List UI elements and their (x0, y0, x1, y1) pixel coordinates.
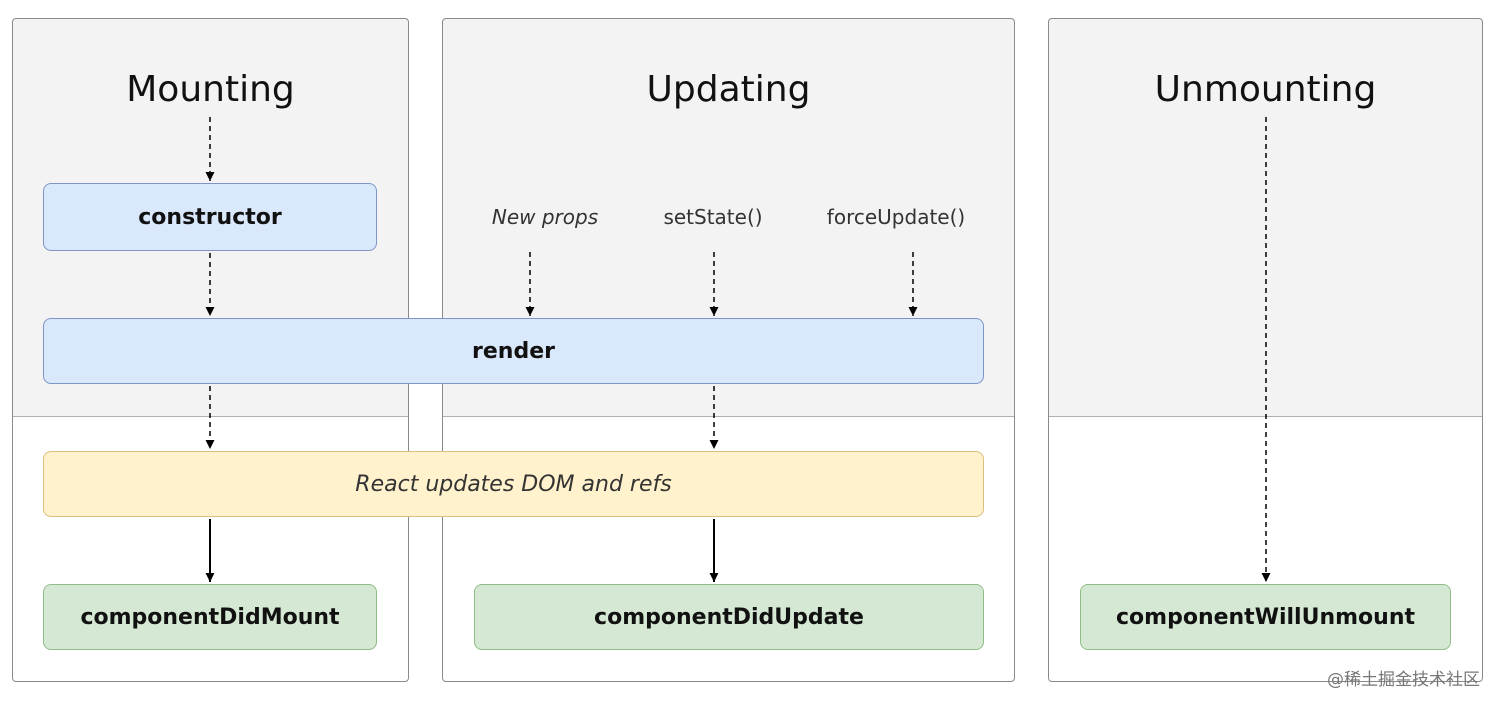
component-will-unmount-node: componentWillUnmount (1080, 584, 1451, 650)
react-updates-dom-node: React updates DOM and refs (43, 451, 984, 517)
constructor-node: constructor (43, 183, 377, 251)
trigger-force-update: forceUpdate() (826, 205, 966, 229)
unmounting-title: Unmounting (1154, 69, 1377, 110)
render-node: render (43, 318, 984, 384)
component-did-update-node: componentDidUpdate (474, 584, 984, 650)
watermark-text: @稀土掘金技术社区 (1327, 670, 1480, 690)
trigger-new-props: New props (491, 205, 599, 229)
updating-title: Updating (646, 69, 811, 110)
mounting-title: Mounting (126, 69, 295, 110)
component-did-mount-node: componentDidMount (43, 584, 377, 650)
trigger-set-state: setState() (663, 205, 763, 229)
